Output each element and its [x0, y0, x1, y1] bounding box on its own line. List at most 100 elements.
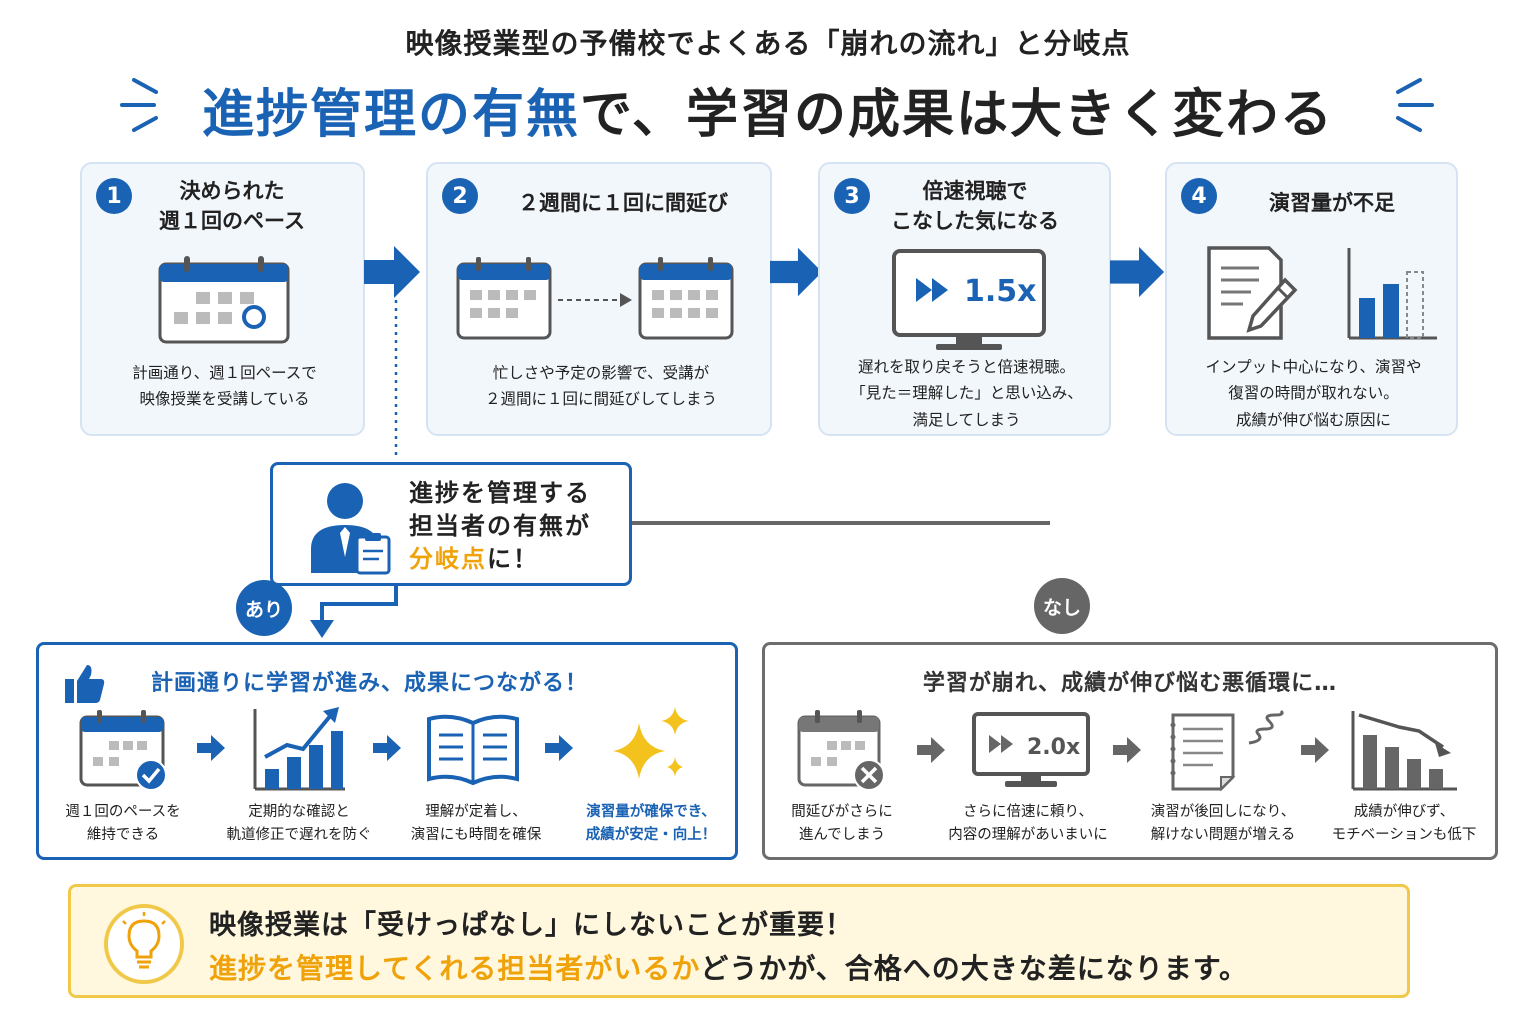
speed-badge-2x: 2.0x: [1027, 735, 1081, 760]
step-title-4: 演習量が不足: [1269, 191, 1395, 215]
step-desc-3-line3: 満足してしまう: [912, 410, 1021, 429]
step-desc-4-line1: インプット中心になり、演習や: [1205, 358, 1422, 376]
bad-arrow-3: [1301, 737, 1329, 763]
bad-item-1-line1: 間延びがさらに: [791, 804, 893, 820]
bad-item-2-line2: 内容の理解があいまいに: [948, 827, 1108, 844]
calendar-cross-icon: [797, 710, 885, 791]
bar-chart-shortfall-icon: [1347, 248, 1437, 340]
main-title-rest: で、学習の成果は大きく変わる: [580, 85, 1334, 145]
main-title-highlight: 進捗管理の有無: [202, 85, 581, 145]
no-label: なし: [1034, 578, 1090, 634]
step-desc-4-line2: 復習の時間が取れない。: [1228, 384, 1399, 403]
bad-item-3-line2: 解けない問題が増える: [1150, 827, 1296, 844]
speed-badge-1-5x: 1.5x: [964, 274, 1037, 309]
step-title-1-line1: 決められた: [179, 179, 285, 203]
step-desc-2: 忙しさや予定の影響で、受講が ２週間に１回に間延びしてしまう: [428, 360, 774, 413]
conclusion-line2: 進捗を管理してくれる担当者がいるかどうかが、合格への大きな差になります。: [209, 947, 1248, 987]
branch-line2: 担当者の有無が: [409, 512, 591, 541]
step-card-2: 2 ２週間に１回に間延び 忙しさや予定の影響で、受講が ２週間に１回に間延びして…: [426, 162, 772, 436]
bad-arrow-2: [1113, 737, 1141, 763]
good-outcome-box: 計画通りに学習が進み、成果につながる！ 週１回のペースを 維持できる: [36, 642, 738, 860]
good-item-3-line2: 演習にも時間を確保: [410, 827, 542, 844]
branch-line3-rest: に！: [487, 545, 539, 574]
notebook-spiral-icon: [1170, 709, 1284, 792]
step-number-4: 4: [1181, 178, 1217, 214]
step-title-3-line1: 倍速視聴で: [922, 179, 1028, 203]
bad-item-3-line1: 演習が後回しになり、: [1150, 804, 1296, 820]
step-desc-2-line2: ２週間に１回に間延びしてしまう: [484, 390, 718, 409]
step-desc-3-line2: 「見た＝理解した」と思い込み、: [850, 384, 1083, 403]
branch-point-box: 進捗を管理する 担当者の有無が 分岐点に！: [270, 462, 632, 586]
bad-item-1-line2: 進んでしまう: [798, 827, 886, 844]
step-desc-4: インプット中心になり、演習や 復習の時間が取れない。 成績が伸び悩む原因に: [1167, 354, 1460, 433]
step-desc-4-line3: 成績が伸び悩む原因に: [1235, 410, 1391, 429]
good-item-2-line2: 軌道修正で遅れを防ぐ: [226, 827, 372, 844]
open-book-icon: [427, 714, 519, 786]
conclusion-line1: 映像授業は「受けっぱなし」にしないことが重要！: [209, 910, 853, 941]
step-title-3: 倍速視聴で こなした気になる: [860, 176, 1090, 237]
flow-arrow-3: [1110, 246, 1165, 298]
flow-arrow-2: [770, 247, 823, 297]
bad-outcome-box: 学習が崩れ、成績が伸び悩む悪循環に… 2.0x 間延びがさらに: [762, 642, 1498, 860]
bad-item-2: さらに倍速に頼り、 内容の理解があいまいに: [931, 801, 1125, 847]
conclusion-line2-highlight: 進捗を管理してくれる担当者がいるか: [209, 952, 701, 985]
notepad-pencil-icon: [1207, 246, 1298, 340]
bad-item-3: 演習が後回しになり、 解けない問題が増える: [1137, 801, 1309, 847]
header-subtitle: 映像授業型の予備校でよくある「崩れの流れ」と分岐点: [405, 27, 1131, 60]
step-card-4: 4 演習量が不足 インプット中心になり、演習や 復習の時間が取れない。 成績が伸…: [1165, 162, 1458, 436]
calendar-icon: [158, 256, 290, 344]
bad-item-4: 成績が伸びず、 モチベーションも低下: [1315, 801, 1493, 847]
main-title: 進捗管理の有無で、学習の成果は大きく変わる: [0, 72, 1536, 147]
step-number-2: 2: [442, 178, 478, 214]
lightbulb-icon: [104, 904, 184, 984]
monitor-2x-icon: [972, 712, 1090, 787]
bad-item-4-line2: モチベーションも低下: [1331, 827, 1477, 844]
branch-line3: 分岐点に！: [409, 543, 591, 576]
flow-arrow-1: [364, 246, 420, 298]
step-title-2: ２週間に１回に間延び: [518, 191, 728, 215]
calendar-check-icon: [79, 710, 167, 791]
right-emphasis-icon: [1396, 78, 1434, 132]
sparkle-icon: [613, 707, 689, 779]
good-outcome-title: 計画通りに学習が進み、成果につながる！: [151, 671, 589, 696]
branch-line1: 進捗を管理する: [409, 479, 591, 507]
branch-line3-highlight: 分岐点: [409, 545, 487, 574]
good-item-4: 演習量が確保でき、 成績が安定・向上！: [563, 801, 739, 847]
thumbs-up-icon: [65, 665, 105, 703]
bad-outcome-title: 学習が崩れ、成績が伸び悩む悪循環に…: [922, 671, 1338, 696]
step-card-3: 3 倍速視聴で こなした気になる 1.5x 遅れを取り戻そうと倍速視聴。 「見た…: [818, 162, 1111, 436]
good-item-3-line1: 理解が定着し、: [425, 804, 527, 820]
branch-point-text: 進捗を管理する 担当者の有無が 分岐点に！: [409, 477, 591, 576]
step-title-1: 決められた 週１回のペース: [122, 176, 342, 237]
step-card-1: 1 決められた 週１回のペース 計画通り、週１回ペースで 映像授業を受講している: [80, 162, 365, 436]
left-emphasis-icon: [120, 78, 158, 132]
good-item-1-line1: 週１回のペースを: [65, 804, 181, 820]
good-item-4-line1: 演習量が確保でき、: [586, 804, 716, 820]
calendar-delay-icon: [456, 257, 734, 340]
good-arrow-2: [373, 735, 401, 761]
good-item-2-line1: 定期的な確認と: [248, 804, 350, 820]
good-item-2: 定期的な確認と 軌道修正で遅れを防ぐ: [207, 801, 391, 847]
step-desc-1: 計画通り、週１回ペースで 映像授業を受講している: [82, 360, 367, 413]
good-item-1: 週１回のペースを 維持できる: [41, 801, 205, 847]
person-clipboard-icon: [311, 483, 391, 575]
declining-chart-icon: [1351, 711, 1457, 791]
conclusion-box: 映像授業は「受けっぱなし」にしないことが重要！ 進捗を管理してくれる担当者がいる…: [68, 884, 1410, 998]
good-item-3: 理解が定着し、 演習にも時間を確保: [393, 801, 559, 847]
step-title-1-line2: 週１回のペース: [159, 209, 305, 234]
step-number-3: 3: [834, 178, 870, 214]
step-desc-1-line2: 映像授業を受講している: [139, 390, 310, 409]
bad-item-4-line1: 成績が伸びず、: [1353, 804, 1455, 820]
step-desc-3: 遅れを取り戻そうと倍速視聴。 「見た＝理解した」と思い込み、 満足してしまう: [820, 354, 1113, 433]
rising-chart-icon: [253, 707, 345, 791]
step-desc-1-line1: 計画通り、週１回ペースで: [132, 364, 317, 382]
good-arrow-3: [545, 735, 573, 761]
conclusion-line2-rest: どうかが、合格への大きな差になります。: [700, 952, 1248, 985]
monitor-fast-forward-icon: [892, 249, 1046, 350]
step-desc-3-line1: 遅れを取り戻そうと倍速視聴。: [857, 358, 1075, 376]
bad-item-1: 間延びがさらに 進んでしまう: [767, 801, 917, 847]
bad-arrow-1: [917, 737, 945, 763]
good-arrow-1: [197, 735, 225, 761]
bad-item-2-line1: さらに倍速に頼り、: [963, 804, 1093, 820]
